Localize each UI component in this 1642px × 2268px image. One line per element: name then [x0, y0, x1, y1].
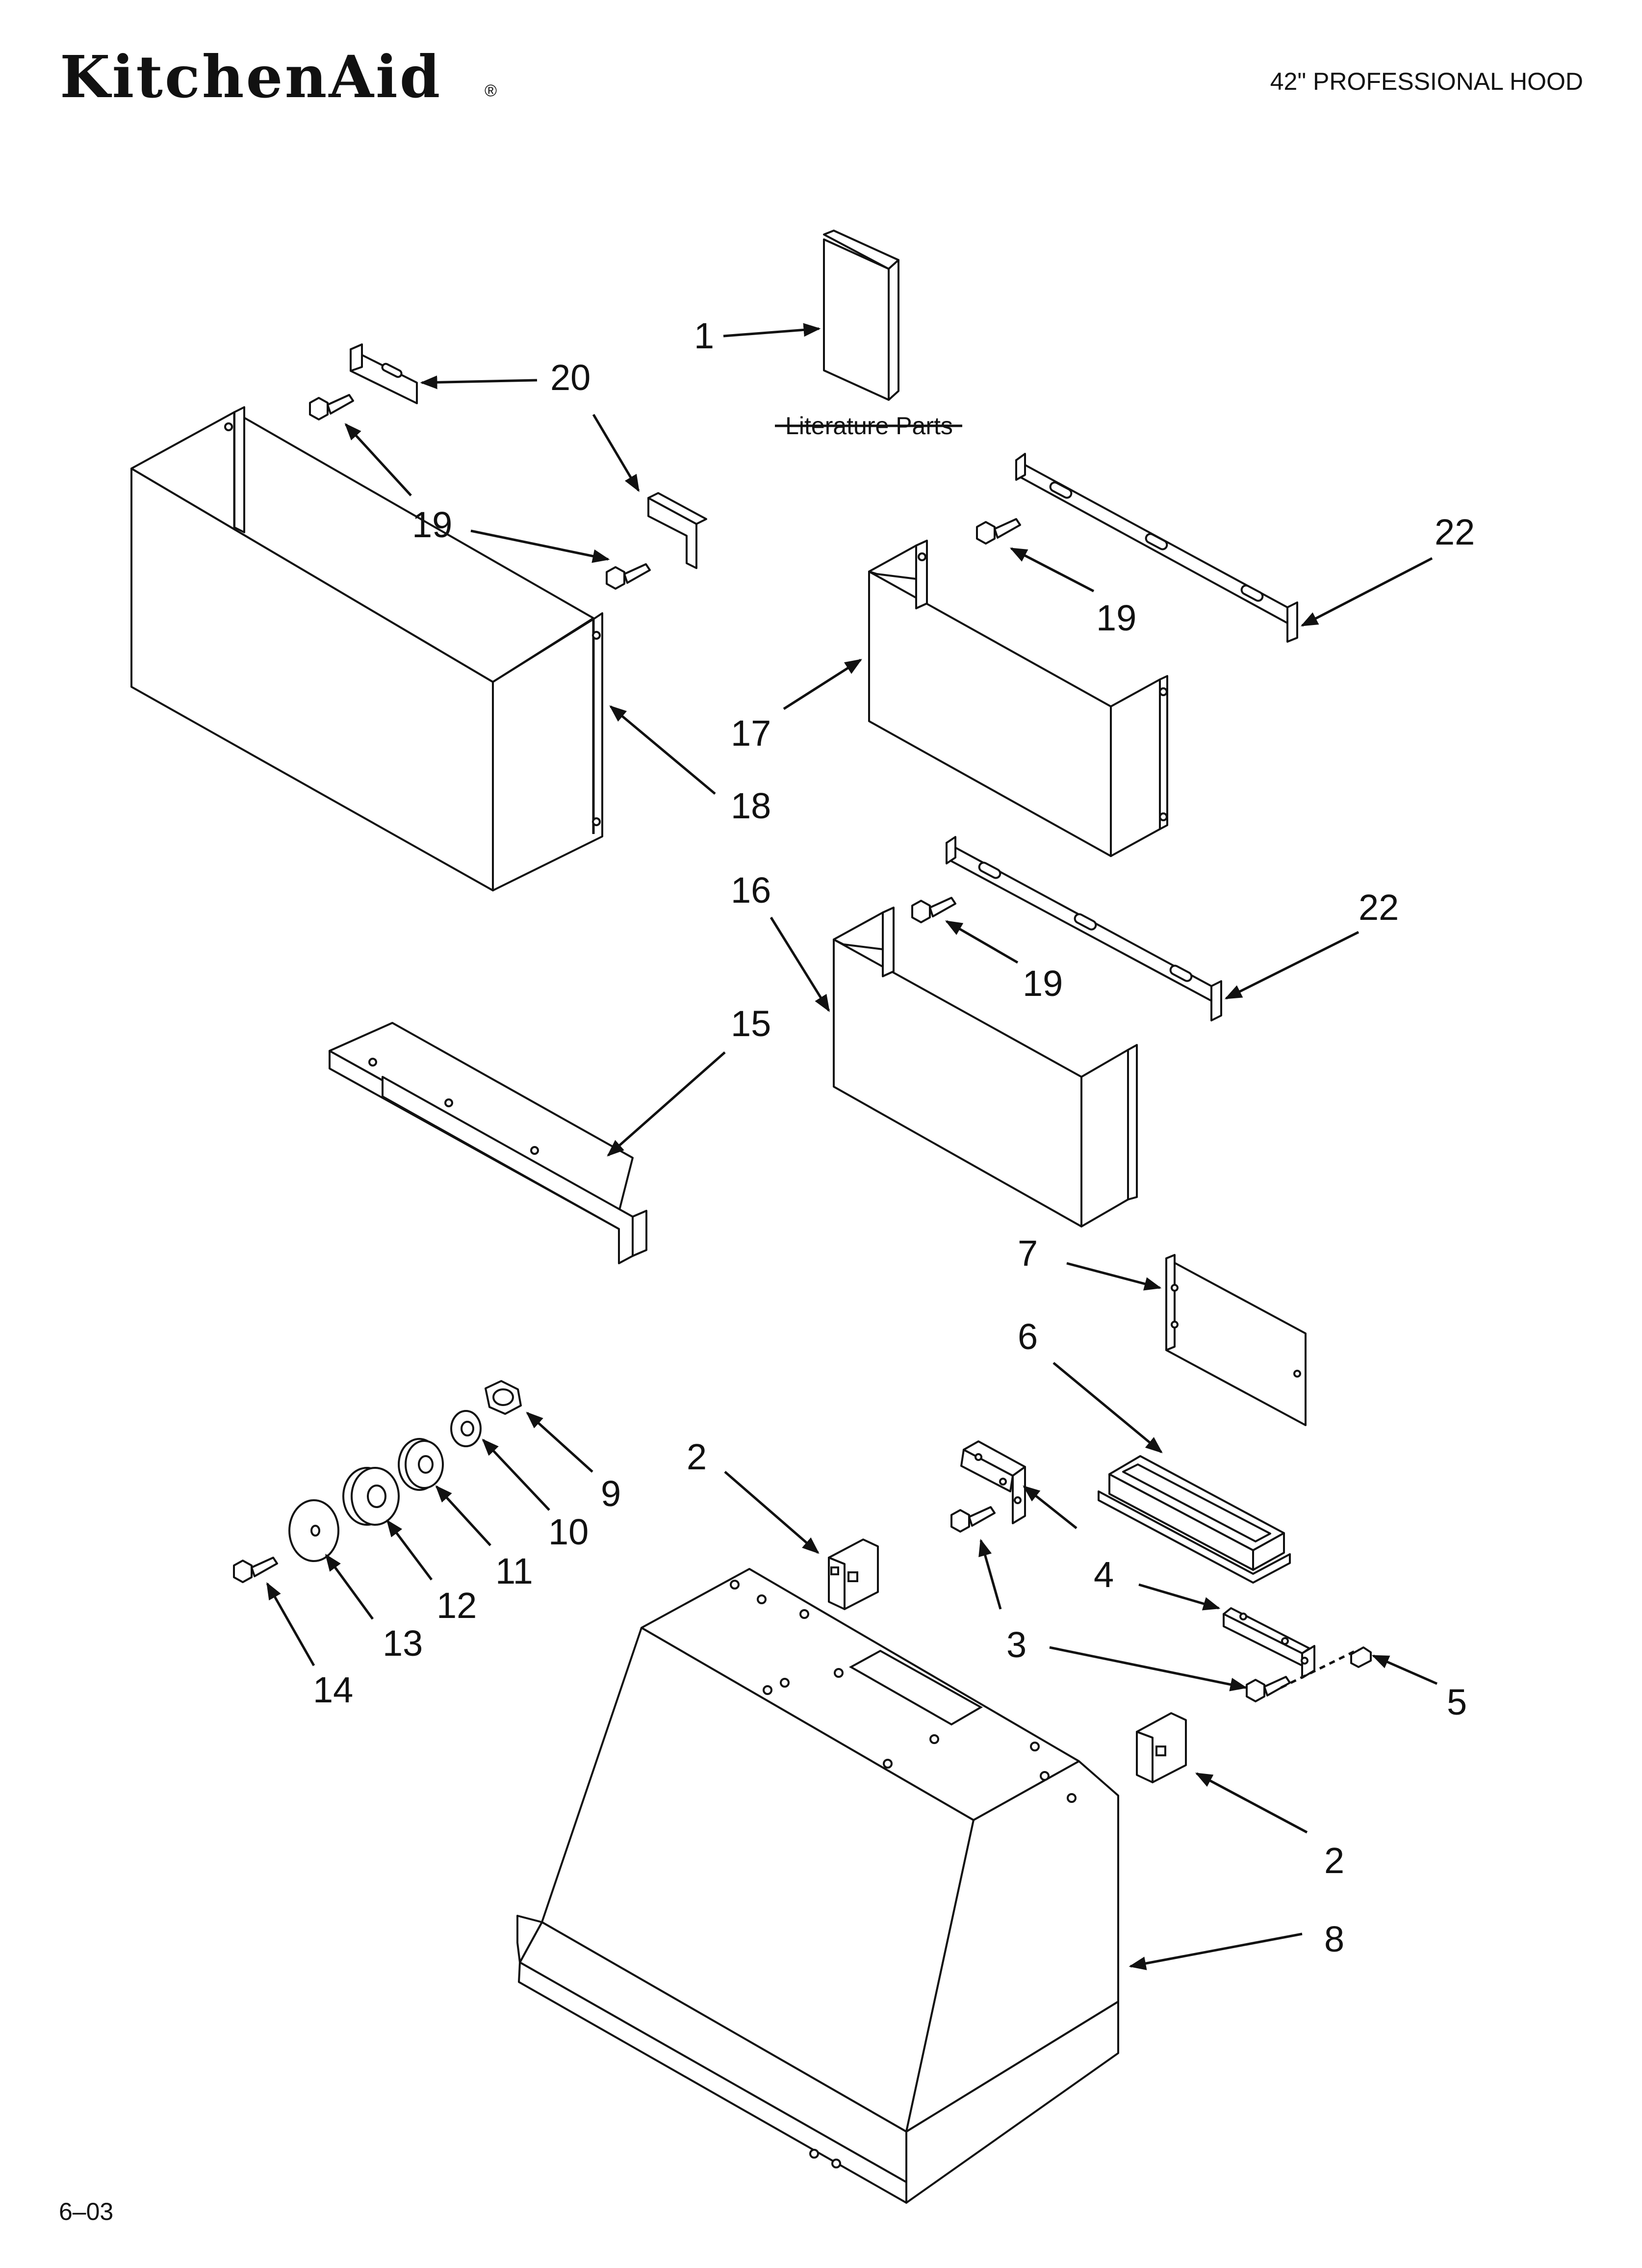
page-title: 42" PROFESSIONAL HOOD: [1270, 68, 1583, 95]
part-22-bracket-upper: [1015, 453, 1298, 643]
callout-1: 1: [694, 315, 714, 356]
part-15-channel: [329, 1022, 647, 1264]
callout-labels: 1 20 19 22 19 17 18 16 22 19 15 7 6 9 10…: [313, 315, 1475, 1959]
part-5-pin: [1350, 1646, 1372, 1668]
callout-22: 22: [1435, 512, 1475, 552]
callout-6: 6: [1018, 1316, 1038, 1357]
callout-8: 8: [1324, 1919, 1344, 1959]
callout-16: 16: [731, 870, 771, 911]
part-7-plate: [1165, 1254, 1307, 1426]
part-18-duct-cover: [130, 406, 603, 891]
callout-9: 9: [601, 1473, 621, 1514]
callout-4: 4: [1094, 1554, 1114, 1595]
leader-arrows: [266, 323, 1438, 1970]
part-2-clip-upper: [828, 1538, 879, 1610]
callout-14: 14: [313, 1669, 353, 1710]
part-16-duct-cover: [833, 907, 1138, 1227]
part-6-tray: [1098, 1455, 1291, 1584]
callout-22: 22: [1359, 887, 1399, 928]
part-4-bracket-upper: [960, 1440, 1026, 1524]
callout-15: 15: [731, 1003, 771, 1044]
screw-icon-group: [309, 394, 1021, 923]
callout-2: 2: [687, 1436, 707, 1477]
brand-logo: KitchenAid: [60, 43, 442, 111]
motor-mount-hardware: [233, 1380, 522, 1583]
brand-registered-mark: ®: [485, 81, 497, 100]
screw-3-icons: [950, 1506, 1291, 1702]
callout-2: 2: [1324, 1840, 1344, 1881]
callout-19: 19: [1023, 963, 1063, 1004]
part-22-bracket-lower: [946, 836, 1222, 1021]
callout-17: 17: [731, 713, 771, 754]
part-8-hood: [516, 1568, 1119, 2204]
part-1-literature: Literature Parts: [775, 230, 962, 440]
callout-7: 7: [1018, 1233, 1038, 1274]
callout-13: 13: [383, 1623, 423, 1664]
callout-12: 12: [436, 1585, 477, 1626]
callout-5: 5: [1447, 1682, 1467, 1722]
callout-3: 3: [1006, 1624, 1026, 1665]
page-footer-code: 6–03: [59, 2198, 113, 2225]
part-4-bracket-lower: [1223, 1607, 1360, 1689]
part-17-duct-cover: [868, 540, 1168, 857]
callout-19: 19: [412, 504, 452, 545]
callout-11: 11: [495, 1551, 533, 1591]
callout-19: 19: [1096, 598, 1136, 638]
callout-20: 20: [550, 357, 590, 398]
part-2-clip-lower: [1136, 1712, 1187, 1783]
callout-10: 10: [548, 1512, 589, 1552]
part-20-bracket: [350, 343, 707, 569]
callout-18: 18: [731, 785, 771, 826]
